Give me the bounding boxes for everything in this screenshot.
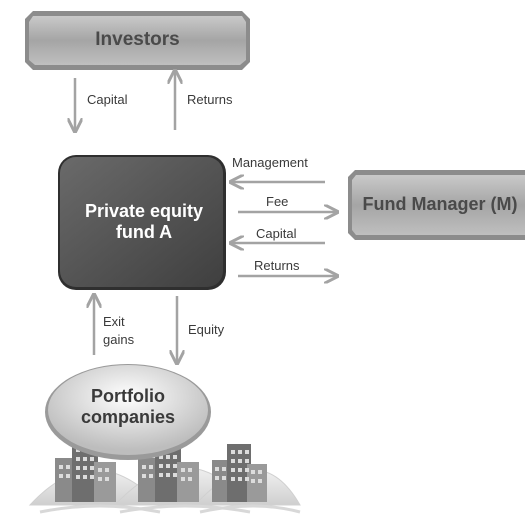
portfolio-label: Portfolio companies bbox=[80, 385, 176, 427]
investors-box bbox=[25, 11, 250, 70]
edge-label-returns: Returns bbox=[187, 92, 233, 107]
fund-manager-box bbox=[348, 170, 525, 240]
fund-label: Private equity fund A bbox=[84, 200, 204, 242]
building-icon bbox=[212, 444, 267, 502]
portfolio-oval bbox=[45, 364, 211, 460]
edge-label-exit-gains: Exit gains bbox=[103, 314, 135, 347]
edge-label-capital: Capital bbox=[87, 92, 128, 107]
fund-box bbox=[58, 155, 226, 290]
edge-label-equity: Equity bbox=[188, 322, 225, 337]
investors-label: Investors bbox=[95, 29, 180, 51]
edge-label-returns-manager: Returns bbox=[254, 258, 300, 273]
edge-label-capital-manager: Capital bbox=[256, 226, 297, 241]
edge-label-management: Management bbox=[232, 155, 308, 170]
fund-manager-label: Fund Manager (M) bbox=[362, 194, 518, 215]
edge-label-fee: Fee bbox=[266, 194, 289, 209]
